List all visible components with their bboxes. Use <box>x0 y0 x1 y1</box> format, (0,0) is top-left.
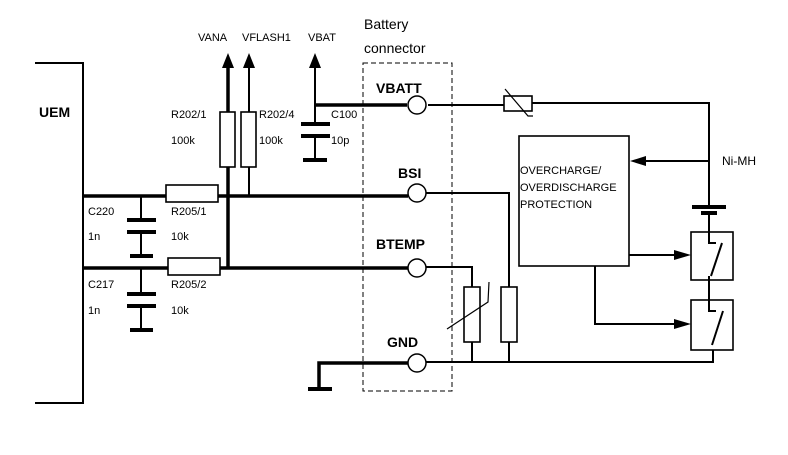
r202-1-ref: R202/1 <box>171 109 206 121</box>
pin-label-bsi: BSI <box>398 165 421 181</box>
pin-bsi <box>407 183 427 203</box>
switch-2 <box>690 299 734 351</box>
r202-4-value: 100k <box>259 135 283 147</box>
vflash1-label: VFLASH1 <box>242 32 291 44</box>
pin-vbatt <box>407 95 427 115</box>
ntc-thermistor <box>446 281 490 363</box>
r205-2-ref: R205/2 <box>171 279 206 291</box>
pin-label-vbatt: VBATT <box>376 80 422 96</box>
pin-gnd <box>407 353 427 373</box>
battery-cell-icon <box>692 205 726 232</box>
battery-type-label: Ni-MH <box>722 154 756 168</box>
c100-value: 10p <box>331 135 349 147</box>
r202-4-resistor <box>240 111 257 168</box>
ptc-thermistor <box>503 88 533 117</box>
battery-connector: Battery connector <box>362 16 453 392</box>
r202-1-value: 100k <box>171 135 195 147</box>
r205-2-resistor <box>167 257 221 276</box>
vbat-arrow-icon <box>309 53 321 105</box>
c220-value: 1n <box>88 231 100 243</box>
pin-label-btemp: BTEMP <box>376 236 425 252</box>
protection-line2: OVERDISCHARGE <box>520 182 617 194</box>
c220-capacitor <box>127 196 156 258</box>
sense-arrow-icon <box>630 156 709 166</box>
c217-value: 1n <box>88 305 100 317</box>
c220-ref: C220 <box>88 206 114 218</box>
vflash1-arrow-icon <box>243 53 255 112</box>
vana-label: VANA <box>198 32 228 44</box>
protection-line1: OVERCHARGE/ <box>520 165 602 177</box>
r205-1-ref: R205/1 <box>171 206 206 218</box>
switch-1 <box>690 231 734 300</box>
connector-title-line1: Battery <box>364 16 408 32</box>
r202-4-ref: R202/4 <box>259 109 294 121</box>
ground-symbol-icon <box>308 361 408 391</box>
r205-1-value: 10k <box>171 231 189 243</box>
pin-btemp <box>407 258 427 278</box>
uem-block: UEM <box>35 62 84 404</box>
uem-label: UEM <box>39 104 70 120</box>
vbat-label: VBAT <box>308 32 336 44</box>
protection-ic: OVERCHARGE/ OVERDISCHARGE PROTECTION <box>518 135 630 267</box>
control-arrow-1-icon <box>629 250 691 260</box>
pin-label-gnd: GND <box>387 334 418 350</box>
c217-ref: C217 <box>88 279 114 291</box>
c100-capacitor <box>301 105 330 162</box>
control-arrow-2-icon <box>594 266 691 329</box>
vana-arrow-icon <box>222 53 234 112</box>
protection-line3: PROTECTION <box>520 199 592 211</box>
r205-2-value: 10k <box>171 305 189 317</box>
bsi-resistor <box>500 286 518 363</box>
c217-capacitor <box>127 268 156 332</box>
connector-title-line2: connector <box>364 40 426 56</box>
c100-ref: C100 <box>331 109 357 121</box>
r205-1-resistor <box>165 184 219 203</box>
r202-1-resistor <box>219 111 236 168</box>
